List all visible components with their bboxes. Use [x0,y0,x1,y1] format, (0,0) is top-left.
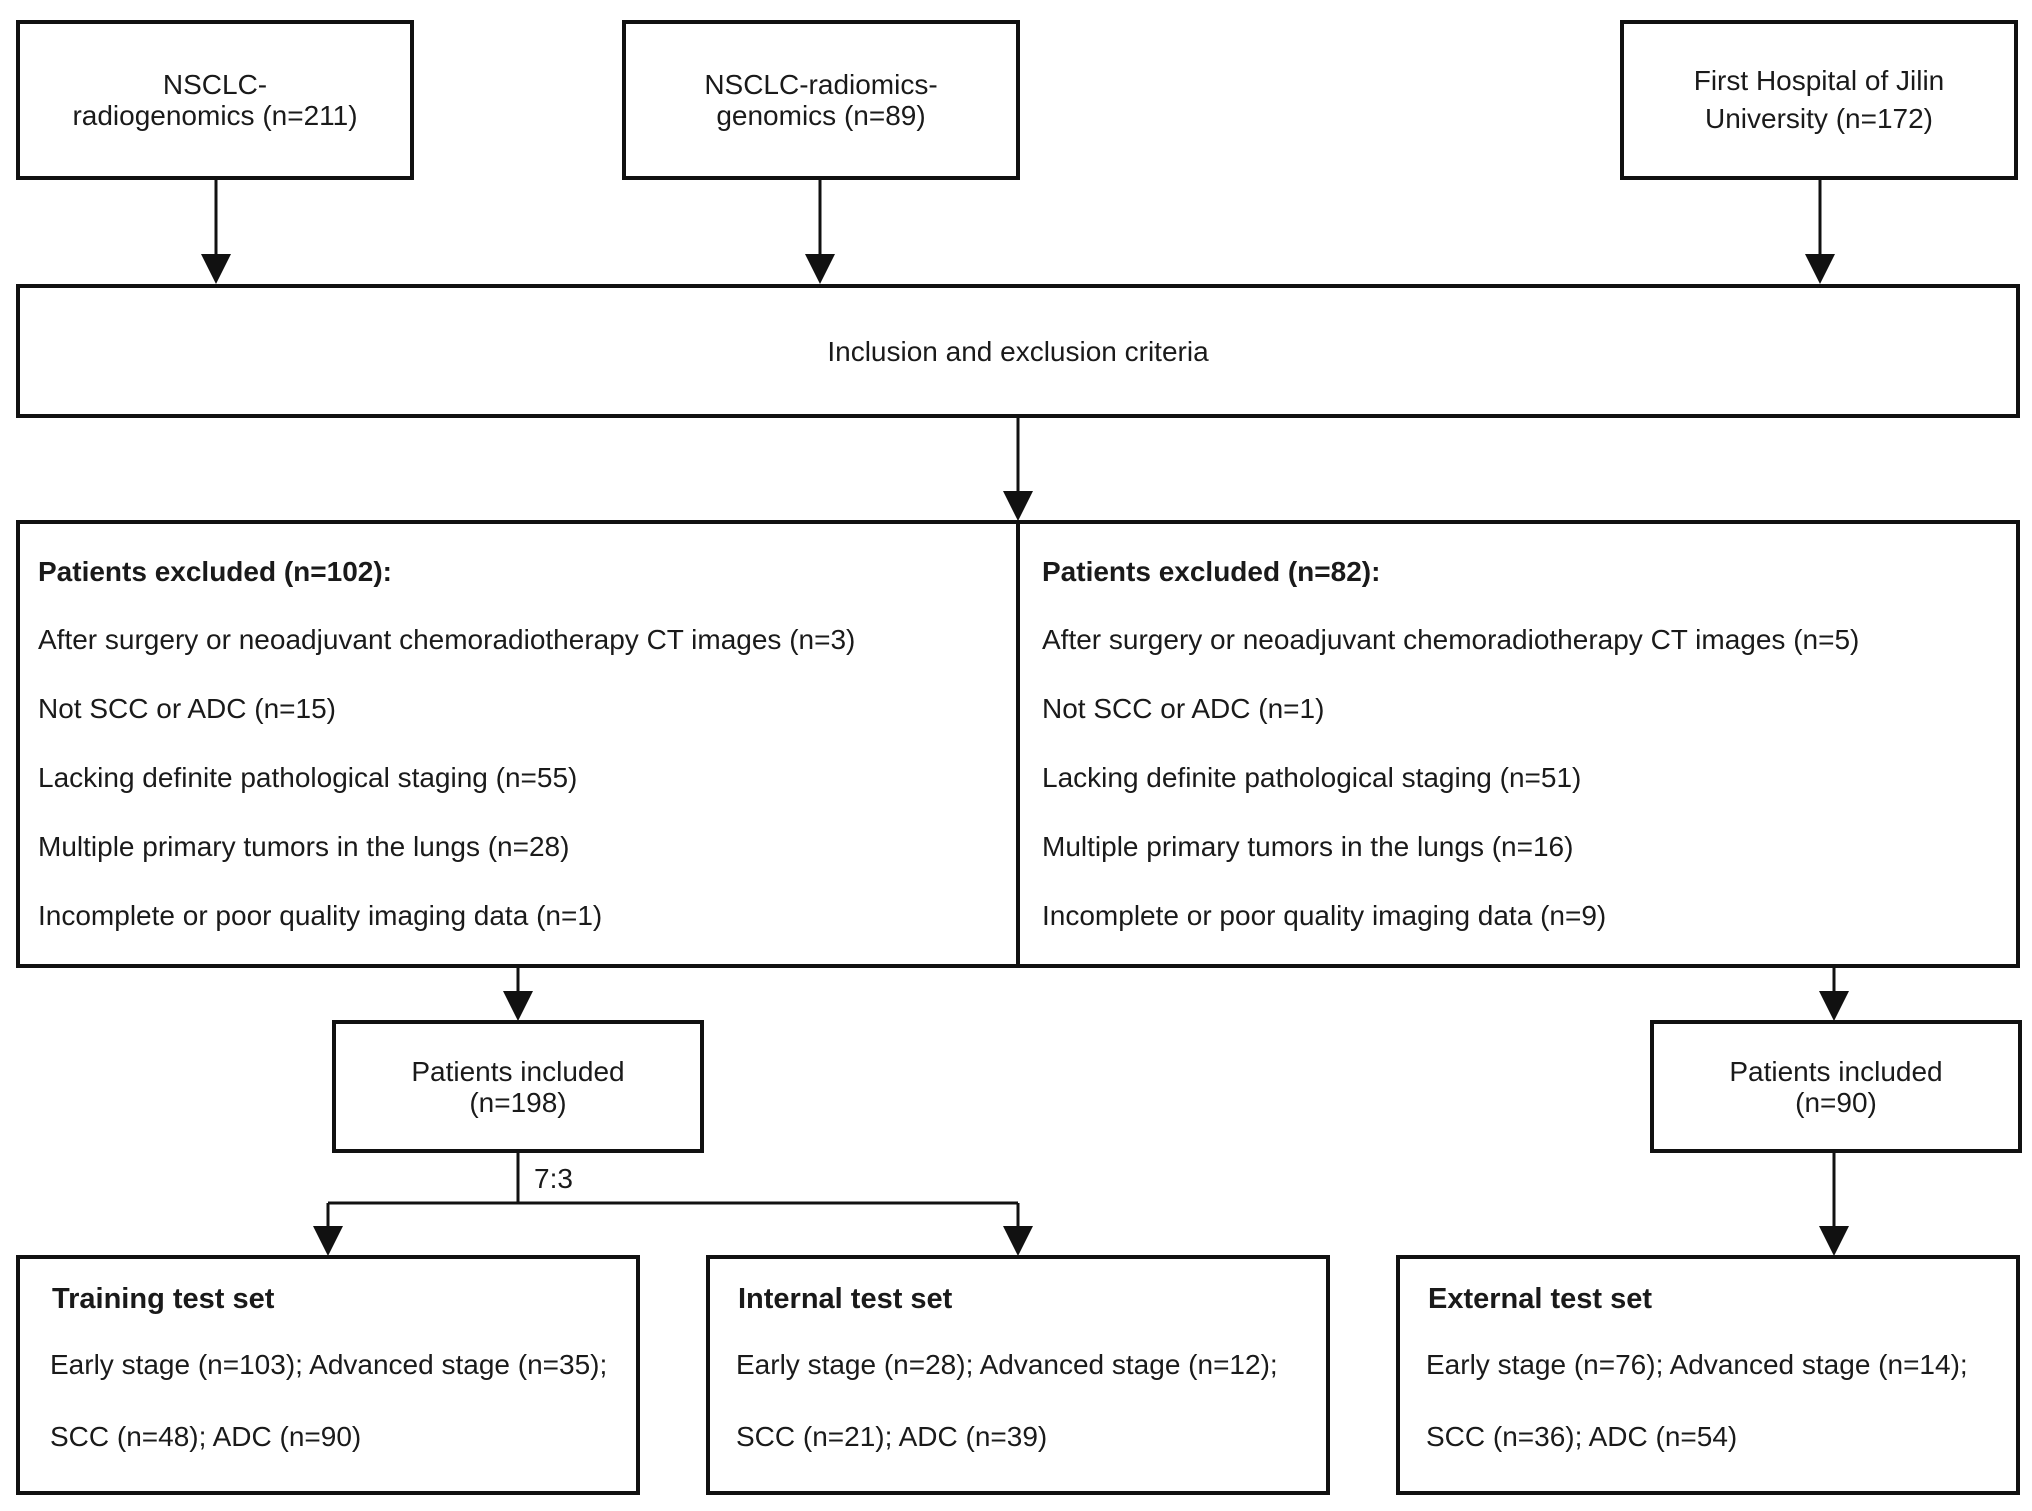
internal-set-stage-line: Early stage (n=28); Advanced stage (n=12… [736,1349,1278,1380]
source-label-line1: NSCLC- [162,69,268,100]
excluded-left-heading: Patients excluded (n=102): [38,556,393,587]
split-ratio-label: 7:3 [534,1163,573,1194]
training-set-stage-line: Early stage (n=103); Advanced stage (n=3… [50,1349,608,1380]
excluded-right-item: Incomplete or poor quality imaging data … [1042,900,1607,931]
source-label-line2: genomics (n=89) [716,100,926,131]
source-box-nsclc-radiomics-genomics: NSCLC-radiomics- genomics (n=89) [622,20,1020,180]
external-set-type-line: SCC (n=36); ADC (n=54) [1426,1421,1738,1452]
excluded-left-item: Incomplete or poor quality imaging data … [38,900,603,931]
source-label-line2: University (n=172) [1705,103,1933,134]
included-right-line2: (n=90) [1795,1086,1877,1118]
source-label-line2: radiogenomics (n=211) [72,100,358,131]
training-set-box: Training test set Early stage (n=103); A… [16,1255,640,1495]
excluded-left-list: Patients excluded (n=102): After surgery… [38,555,998,955]
excluded-right-item: After surgery or neoadjuvant chemoradiot… [1042,624,1860,655]
internal-set-box: Internal test set Early stage (n=28); Ad… [706,1255,1330,1495]
excluded-right-heading: Patients excluded (n=82): [1042,556,1381,587]
excluded-left-item: After surgery or neoadjuvant chemoradiot… [38,624,856,655]
criteria-box: Inclusion and exclusion criteria [16,284,2020,418]
included-right-line1: Patients included [1729,1055,1943,1087]
excluded-left-item: Multiple primary tumors in the lungs (n=… [38,831,570,862]
excluded-left-item: Lacking definite pathological staging (n… [38,762,578,793]
excluded-right-item: Not SCC or ADC (n=1) [1042,693,1325,724]
included-left-line2: (n=198) [469,1086,567,1118]
internal-set-type-line: SCC (n=21); ADC (n=39) [736,1421,1048,1452]
external-set-stage-line: Early stage (n=76); Advanced stage (n=14… [1426,1349,1968,1380]
source-label-line1: First Hospital of Jilin [1693,65,1945,96]
training-set-type-line: SCC (n=48); ADC (n=90) [50,1421,362,1452]
source-label-line1: NSCLC-radiomics- [704,69,938,100]
excluded-right-item: Lacking definite pathological staging (n… [1042,762,1582,793]
criteria-label: Inclusion and exclusion criteria [827,335,1209,367]
source-box-nsclc-radiogenomics: NSCLC- radiogenomics (n=211) [16,20,414,180]
external-set-box: External test set Early stage (n=76); Ad… [1396,1255,2020,1495]
excluded-right-item: Multiple primary tumors in the lungs (n=… [1042,831,1574,862]
included-left-line1: Patients included [411,1055,625,1087]
source-box-first-hospital-jilin: First Hospital of Jilin University (n=17… [1620,20,2018,180]
internal-set-title: Internal test set [738,1283,953,1315]
training-set-title: Training test set [52,1283,275,1315]
external-set-title: External test set [1428,1283,1653,1315]
exclusion-divider [1016,520,1020,968]
included-box-left: Patients included (n=198) [332,1020,704,1153]
excluded-right-list: Patients excluded (n=82): After surgery … [1042,555,2002,955]
included-box-right: Patients included (n=90) [1650,1020,2022,1153]
excluded-left-item: Not SCC or ADC (n=15) [38,693,336,724]
